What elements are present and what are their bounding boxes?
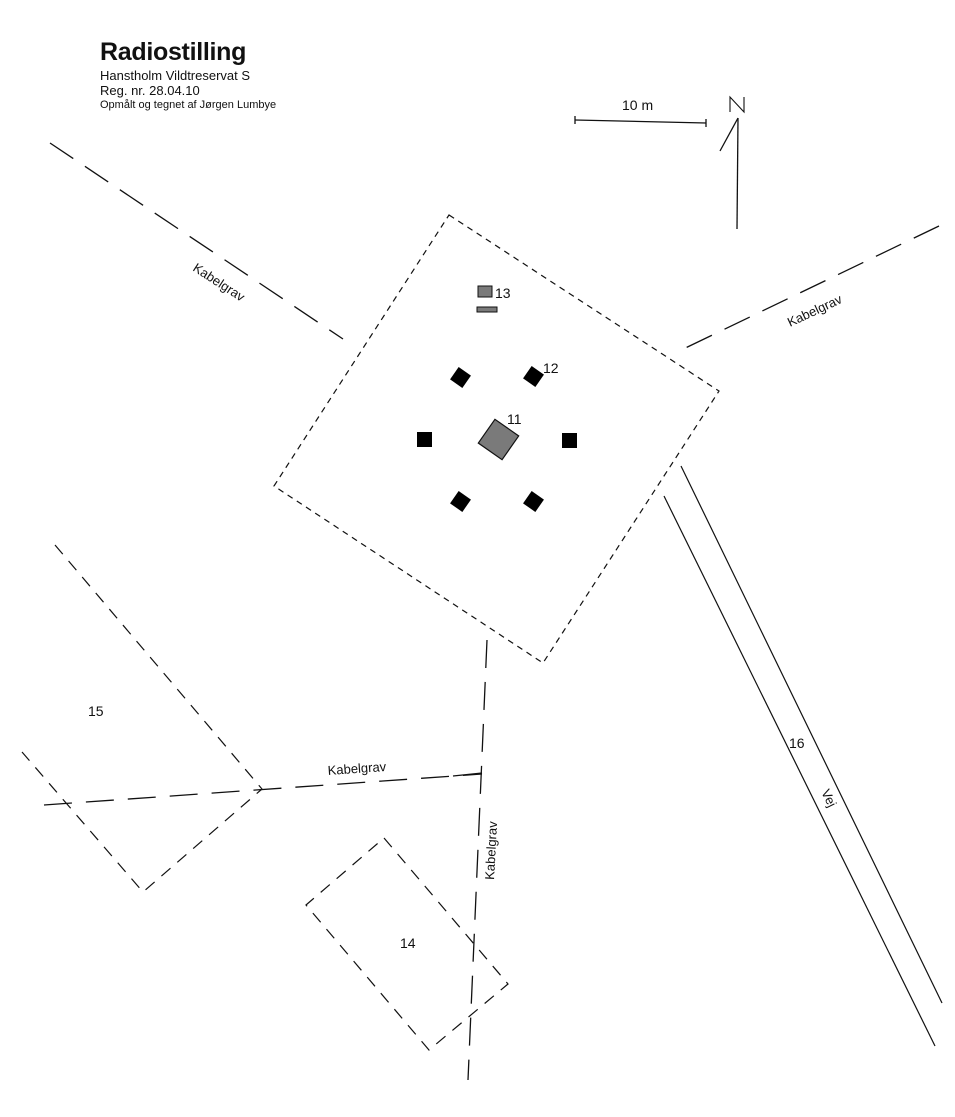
structure-13 [477, 285, 493, 298]
road-16-edge-west [663, 495, 936, 1047]
foundation-se [523, 491, 544, 512]
feature-14-outline [305, 837, 509, 1051]
page-subtitle: Hanstholm Vildtreservat S [100, 67, 251, 83]
cable-trench-tick [452, 772, 483, 777]
foundation-e [562, 433, 577, 448]
label-12: 12 [543, 360, 559, 376]
cable-trench-sw [43, 773, 483, 806]
title-block: Radiostilling Hanstholm Vildtreservat S … [100, 38, 276, 111]
label-kabelgrav-ne: Kabelgrav [785, 291, 845, 330]
label-vej: Vej [818, 787, 839, 810]
label-kabelgrav-sw: Kabelgrav [327, 759, 387, 778]
label-16: 16 [789, 735, 805, 751]
structure-13-slab [476, 306, 498, 313]
foundation-12 [523, 366, 544, 387]
label-11: 11 [507, 411, 522, 427]
page-title: Radiostilling [100, 38, 247, 66]
surveyor-credit: Opmålt og tegnet af Jørgen Lumbye [100, 98, 277, 111]
scale-bar-label: 10 m [622, 97, 653, 113]
structure-11 [477, 418, 520, 461]
label-13: 13 [495, 285, 511, 301]
cable-trench-s [467, 639, 488, 1081]
registration-number: Reg. nr. 28.04.10 [100, 82, 200, 98]
north-arrow-icon [719, 95, 745, 230]
foundation-sw [450, 491, 471, 512]
label-kabelgrav-nw: Kabelgrav [190, 260, 248, 305]
feature-15-outline [21, 544, 263, 893]
scale-bar: 10 m [574, 97, 707, 127]
cable-trench-nw [49, 142, 344, 340]
foundation-nw [450, 367, 471, 388]
road-16-edge-east [680, 465, 943, 1004]
label-14: 14 [400, 935, 416, 951]
foundation-w [417, 432, 432, 447]
cable-trench-ne [674, 225, 940, 354]
enclosure-boundary [273, 214, 720, 664]
label-kabelgrav-s: Kabelgrav [482, 820, 500, 880]
label-15: 15 [88, 703, 104, 719]
